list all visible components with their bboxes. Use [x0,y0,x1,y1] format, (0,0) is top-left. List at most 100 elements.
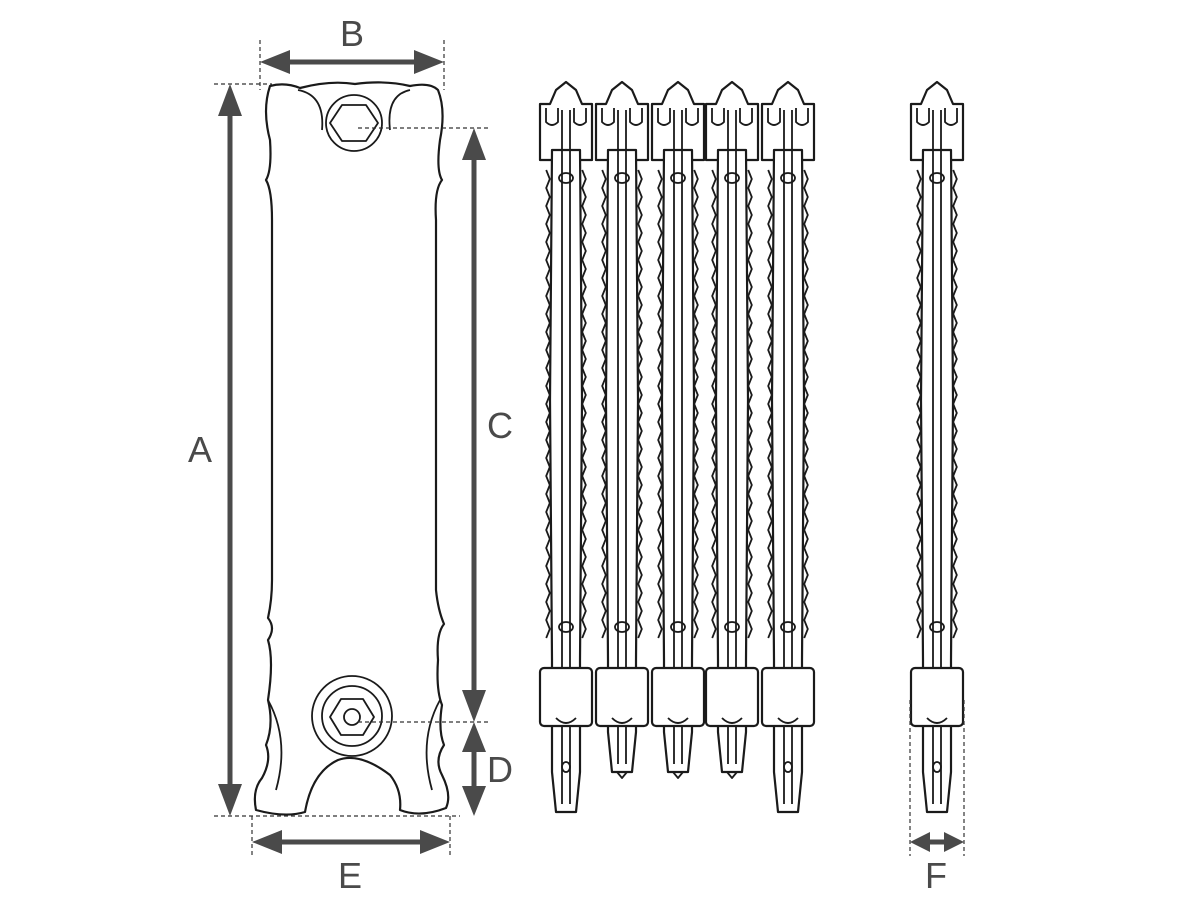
dimension-f: F [909,700,965,896]
dimension-c [462,128,486,722]
side-section-5-edge-right [803,169,809,639]
side-section-4-edge-left [711,169,717,639]
side-section-5-hub-mark [777,717,799,724]
side-section-2-bottom-hub [594,666,650,728]
single-section-edge-left [916,169,922,639]
side-section-3-top-nut-2 [685,108,699,126]
side-section-2 [594,80,650,779]
side-section-2-hub-mark [611,717,633,724]
side-section-3-top-head [650,80,706,162]
side-section-4-top-nut [711,108,725,126]
side-section-4-edge-right [747,169,753,639]
dimension-e [252,830,450,854]
side-section-3-edge-right [693,169,699,639]
front-bottom-plug-ring-outer [311,675,393,757]
side-section-1-top-nut-2 [573,108,587,126]
label-b: B [340,13,364,54]
side-section-3-foot-tip [672,771,684,779]
side-section-4-hole-top [724,172,740,184]
single-section-hole-bottom [929,621,945,633]
side-section-4-foot-tip [726,771,738,779]
single-section-bottom-hub [909,666,965,728]
single-section-hole-foot [932,761,942,773]
front-bottom-plug-hex [329,698,375,736]
side-section-4-bottom-hub [704,666,760,728]
side-section-2-hole-top [614,172,630,184]
side-section-5-hole-foot [783,761,793,773]
single-section [909,80,965,814]
front-top-plug-hex [329,104,379,142]
side-section-1-hole-bottom [558,621,574,633]
side-section-3-body [660,148,696,774]
side-section-4-body [714,148,750,774]
front-bottom-lobe-right [425,699,441,791]
side-section-2-top-head [594,80,650,162]
side-section-5-top-nut-2 [795,108,809,126]
dimension-a [218,84,242,816]
front-bottom-lobe-left [267,699,283,791]
label-a: A [188,429,212,470]
side-section-1-bottom-hub [538,666,594,728]
side-view-sections [538,80,816,814]
front-top-lobe-right [388,89,411,131]
side-section-3-hub-mark [667,717,689,724]
front-bottom-plug-center [343,708,361,726]
side-section-5-top-nut [767,108,781,126]
side-section-5-bottom-hub [760,666,816,728]
side-section-1-hole-top [558,172,574,184]
side-section-1-hub-mark [555,717,577,724]
side-section-5-hole-top [780,172,796,184]
label-e: E [338,855,362,896]
side-section-2-foot-tip [616,771,628,779]
side-section-1-top-head [538,80,594,162]
side-section-4 [704,80,760,779]
dimension-lines: B A C D E [188,13,513,896]
side-section-1 [538,80,594,814]
side-section-3-top-nut [657,108,671,126]
side-section-4-top-nut-2 [739,108,753,126]
single-section-edge-right [952,169,958,639]
side-section-2-body [604,148,640,774]
single-section-side-view [909,80,965,814]
side-section-2-top-nut-2 [629,108,643,126]
side-section-2-edge-left [601,169,607,639]
side-section-4-top-head [704,80,760,162]
single-section-top-head [909,80,965,162]
side-section-5-edge-left [767,169,773,639]
side-section-3-bottom-hub [650,666,706,728]
single-section-top-nut-2 [944,108,958,126]
side-section-2-top-nut [601,108,615,126]
single-section-body [919,148,955,814]
single-section-hole-top [929,172,945,184]
front-section-outline [253,81,450,816]
side-section-1-top-nut [545,108,559,126]
side-section-2-hole-bottom [614,621,630,633]
side-section-1-body [548,148,584,814]
side-section-2-edge-right [637,169,643,639]
label-c: C [487,405,513,446]
side-section-1-edge-right [581,169,587,639]
dimension-b [260,50,444,74]
side-section-5-hole-bottom [780,621,796,633]
label-d: D [487,749,513,790]
label-f: F [925,855,947,896]
side-section-3-hole-bottom [670,621,686,633]
front-top-lobe-left [297,89,324,131]
side-section-1-edge-left [545,169,551,639]
side-section-3-hole-top [670,172,686,184]
front-top-plug-ring [325,94,383,152]
front-bottom-plug-ring-inner [321,685,383,747]
single-section-hub-mark [926,717,948,724]
side-section-4-hub-mark [721,717,743,724]
dimension-d [462,722,486,816]
front-view-section [253,81,450,816]
side-section-4-hole-bottom [724,621,740,633]
side-section-5 [760,80,816,814]
side-section-5-body [770,148,806,814]
side-section-5-top-head [760,80,816,162]
single-section-top-nut [916,108,930,126]
side-section-3 [650,80,706,779]
side-section-1-hole-foot [561,761,571,773]
side-section-3-edge-left [657,169,663,639]
